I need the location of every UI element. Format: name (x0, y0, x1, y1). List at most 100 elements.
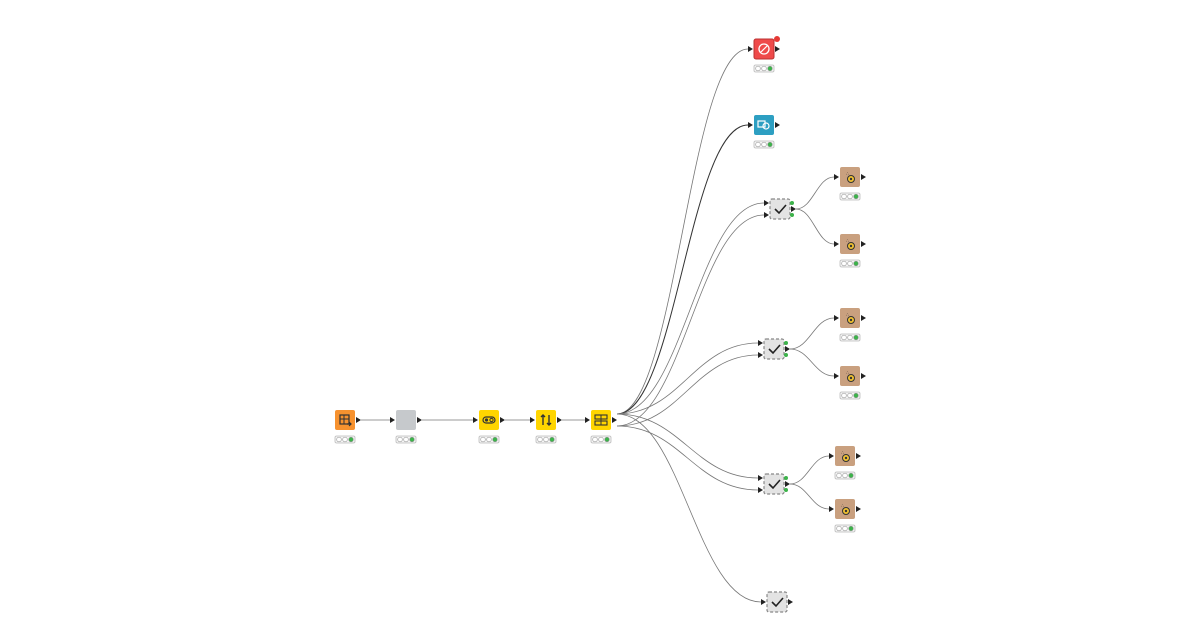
node-check-1[interactable] (769, 198, 796, 220)
connection-edge[interactable] (616, 214, 765, 427)
node-body[interactable] (763, 338, 785, 360)
node-layer: ∴ ∴ ∴ ∴ ∴ ∴ (334, 36, 866, 613)
output-port-icon[interactable] (500, 417, 505, 423)
status-lamp-off (755, 65, 761, 72)
node-viz[interactable] (753, 115, 780, 149)
connection-edge[interactable] (616, 425, 759, 491)
gear-model-icon: ∴ (846, 171, 855, 183)
input-port-arrow (748, 46, 753, 52)
status-lamp-off (403, 436, 409, 443)
input-port-arrow (829, 453, 834, 459)
status-lamp-green (853, 334, 859, 341)
node-error-view[interactable] (753, 36, 780, 73)
output-port-fail-icon[interactable] (790, 213, 794, 217)
checkmark-icon (771, 597, 784, 608)
connection-edge[interactable] (616, 342, 759, 415)
status-lamp-off (841, 392, 847, 399)
error-circle-icon (758, 43, 770, 55)
connection-edge[interactable] (789, 455, 830, 485)
node-body[interactable] (769, 198, 791, 220)
status-lamp-green (767, 141, 773, 148)
connection-edge[interactable] (795, 176, 835, 210)
input-port-arrow (473, 417, 478, 423)
node-learner-3[interactable]: ∴ (839, 308, 866, 342)
connection-edge[interactable] (795, 208, 835, 245)
output-port-icon[interactable] (856, 453, 861, 459)
status-lamp-off (842, 472, 848, 479)
gear-model-icon: ∴ (841, 503, 850, 515)
output-port-icon[interactable] (861, 174, 866, 180)
output-port-fail-icon[interactable] (784, 488, 788, 492)
connection-edge[interactable] (789, 483, 830, 510)
output-port-pass-icon[interactable] (784, 341, 788, 345)
node-check-4[interactable] (766, 591, 793, 613)
output-port-icon[interactable] (856, 506, 861, 512)
status-lamp-off (592, 436, 598, 443)
output-port-pass-icon[interactable] (790, 201, 794, 205)
gear-model-icon: ∴ (846, 370, 855, 382)
status-lamp-off (537, 436, 543, 443)
output-port-icon[interactable] (356, 417, 361, 423)
connection-edge[interactable] (616, 354, 759, 427)
node-check-2[interactable] (763, 338, 790, 360)
node-learner-2[interactable]: ∴ (839, 234, 866, 268)
connection-edge[interactable] (789, 348, 835, 377)
output-port-icon[interactable] (775, 46, 780, 52)
output-port-icon[interactable] (557, 417, 562, 423)
connection-edge[interactable] (616, 48, 749, 415)
output-port-icon[interactable] (785, 346, 790, 352)
node-manip-3[interactable] (590, 410, 617, 444)
node-manip-1[interactable] (478, 410, 505, 444)
node-body[interactable] (754, 115, 774, 135)
output-port-icon[interactable] (785, 481, 790, 487)
node-learner-6[interactable]: ∴ (834, 499, 861, 533)
node-manip-2[interactable] (535, 410, 562, 444)
checkmark-icon (768, 479, 781, 490)
node-body[interactable] (396, 410, 416, 430)
connection-edge[interactable] (616, 413, 762, 603)
output-port-icon[interactable] (791, 206, 796, 212)
output-port-icon[interactable] (417, 417, 422, 423)
node-learner-1[interactable]: ∴ (839, 167, 866, 201)
output-port-icon[interactable] (788, 599, 793, 605)
status-lamp-green (853, 392, 859, 399)
connection-edge[interactable] (616, 202, 765, 415)
node-learner-5[interactable]: ∴ (834, 446, 861, 480)
connection-layer (360, 46, 839, 605)
node-body[interactable] (763, 473, 785, 495)
svg-text:∴: ∴ (841, 503, 844, 509)
node-status-lights (839, 391, 861, 400)
node-body[interactable] (536, 410, 556, 430)
output-port-icon[interactable] (861, 241, 866, 247)
output-port-icon[interactable] (861, 373, 866, 379)
error-indicator-icon (774, 36, 780, 42)
table-grid-icon (339, 414, 352, 427)
status-lamp-off (342, 436, 348, 443)
node-component[interactable] (395, 410, 422, 444)
node-status-lights (590, 435, 612, 444)
node-status-lights (478, 435, 500, 444)
chart-view-icon (757, 120, 770, 130)
node-body[interactable] (766, 591, 788, 613)
node-body[interactable] (335, 410, 355, 430)
output-port-icon[interactable] (775, 122, 780, 128)
status-lamp-off (336, 436, 342, 443)
connection-edge[interactable] (616, 124, 749, 415)
input-port-arrow (834, 241, 839, 247)
connection-edge[interactable] (789, 317, 835, 350)
node-status-lights (839, 259, 861, 268)
gear-model-icon: ∴ (846, 238, 855, 250)
output-port-fail-icon[interactable] (784, 353, 788, 357)
node-reader[interactable] (334, 410, 361, 444)
output-port-icon[interactable] (612, 417, 617, 423)
output-port-icon[interactable] (861, 315, 866, 321)
connection-edge[interactable] (616, 413, 759, 479)
node-body[interactable] (479, 410, 499, 430)
node-check-3[interactable] (763, 473, 790, 495)
input-port-arrow (764, 212, 769, 218)
output-port-pass-icon[interactable] (784, 476, 788, 480)
status-lamp-green (348, 436, 354, 443)
node-learner-4[interactable]: ∴ (839, 366, 866, 400)
node-status-lights (839, 192, 861, 201)
